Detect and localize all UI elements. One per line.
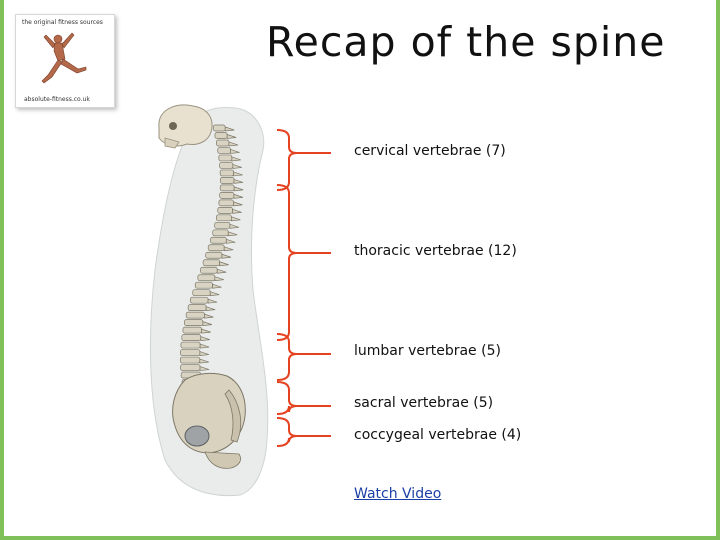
vertebra (214, 132, 228, 139)
athlete-figure-icon (41, 32, 87, 84)
region-brackets (276, 129, 331, 447)
vertebra (194, 281, 213, 289)
spinous-process (200, 336, 210, 341)
vertebra (207, 244, 225, 252)
vertebra (217, 147, 231, 154)
spinous-process (202, 321, 213, 327)
vertebra (219, 192, 235, 199)
spinous-process (227, 231, 238, 237)
slide-frame-right (716, 0, 720, 540)
spinous-process (226, 134, 237, 139)
spinous-process (233, 171, 243, 177)
label-thoracic: thoracic vertebrae (12) (354, 243, 517, 259)
slide-frame-bottom (0, 536, 720, 540)
spine-illustration (149, 104, 331, 497)
spinous-process (221, 253, 232, 259)
spinous-process (204, 313, 214, 319)
vertebra (180, 364, 201, 371)
spinous-process (216, 268, 227, 274)
region-bracket (276, 184, 331, 341)
vertebra (219, 169, 234, 177)
spinous-process (209, 291, 220, 297)
spinous-process (225, 238, 236, 244)
vertebra (182, 326, 203, 334)
label-coccygeal: coccygeal vertebrae (4) (354, 427, 522, 443)
logo: the original fitness sources absolute-fi… (15, 14, 115, 108)
pelvis (172, 372, 246, 469)
spinous-process (219, 261, 229, 267)
spinous-process (233, 178, 244, 184)
vertebra (192, 289, 211, 297)
vertebra (212, 124, 226, 132)
spinous-process (199, 351, 210, 356)
spinous-process (224, 126, 235, 132)
spinous-process (233, 201, 243, 207)
vertebra (202, 259, 220, 267)
spinous-process (212, 283, 222, 289)
slide-frame-left (0, 0, 4, 540)
spinous-process (199, 366, 210, 371)
vertebra (214, 221, 231, 229)
region-bracket (276, 333, 331, 381)
watch-video-link[interactable]: Watch Video (354, 486, 442, 502)
label-sacral: sacral vertebrae (5) (354, 395, 494, 411)
vertebra (218, 154, 233, 162)
spinous-process (233, 193, 244, 199)
vertebra (189, 296, 209, 304)
vertebral-column (179, 124, 244, 394)
vertebra (185, 311, 205, 319)
vertebra (216, 214, 232, 222)
vertebra (219, 184, 235, 192)
vertebra (187, 304, 207, 312)
spinous-process (199, 343, 210, 349)
vertebra (210, 236, 227, 244)
skull (158, 104, 213, 149)
vertebra (179, 356, 201, 364)
slide-title: Recap of the spine (266, 18, 666, 66)
logo-top-text: the original fitness sources (22, 19, 103, 26)
vertebra (212, 229, 229, 237)
region-bracket (276, 129, 331, 191)
vertebra (184, 319, 204, 326)
region-bracket (276, 381, 331, 415)
spinous-process (230, 148, 240, 154)
vertebra (218, 199, 234, 207)
spinous-process (207, 298, 218, 304)
label-lumbar: lumbar vertebrae (5) (354, 343, 501, 359)
spinous-process (229, 223, 240, 229)
vertebra (200, 266, 218, 274)
spinous-process (199, 358, 209, 364)
label-cervical: cervical vertebrae (7) (354, 143, 506, 159)
spinous-process (231, 156, 241, 162)
vertebra (217, 206, 233, 214)
spinous-process (223, 246, 234, 252)
region-bracket (276, 417, 331, 447)
logo-bottom-text: absolute-fitness.co.uk (24, 96, 90, 103)
spinous-process (231, 216, 241, 222)
spinous-process (228, 141, 239, 147)
vertebra (180, 349, 201, 356)
vertebra (181, 334, 202, 341)
vertebra (197, 274, 216, 282)
vertebra (180, 341, 201, 349)
vertebra (219, 162, 234, 169)
vertebra (219, 177, 235, 184)
spinous-process (233, 186, 244, 192)
spinous-process (205, 306, 216, 312)
spinous-process (232, 163, 242, 169)
spinous-process (201, 328, 211, 334)
spinous-process (214, 276, 224, 282)
vertebra (205, 251, 223, 259)
spinous-process (232, 208, 242, 214)
vertebra (216, 139, 230, 147)
